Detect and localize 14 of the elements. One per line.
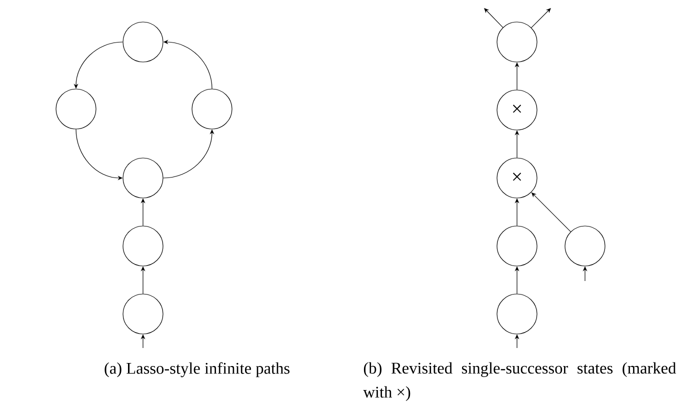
state-circle	[122, 22, 164, 62]
state-circle	[496, 22, 538, 62]
arrow	[531, 8, 551, 28]
state-circle	[192, 88, 232, 130]
caption: (b) Revisited single-successor states (marked with ×)	[363, 362, 676, 401]
caption: (a) Lasso-style infinite paths	[104, 362, 290, 378]
state-circle	[564, 226, 606, 266]
state-circle	[56, 88, 96, 130]
arrow	[484, 8, 504, 28]
state-circle	[122, 294, 164, 334]
state-circle	[496, 294, 538, 334]
state-circle	[122, 158, 164, 198]
state-circle	[122, 226, 164, 266]
state-circle	[496, 226, 538, 266]
